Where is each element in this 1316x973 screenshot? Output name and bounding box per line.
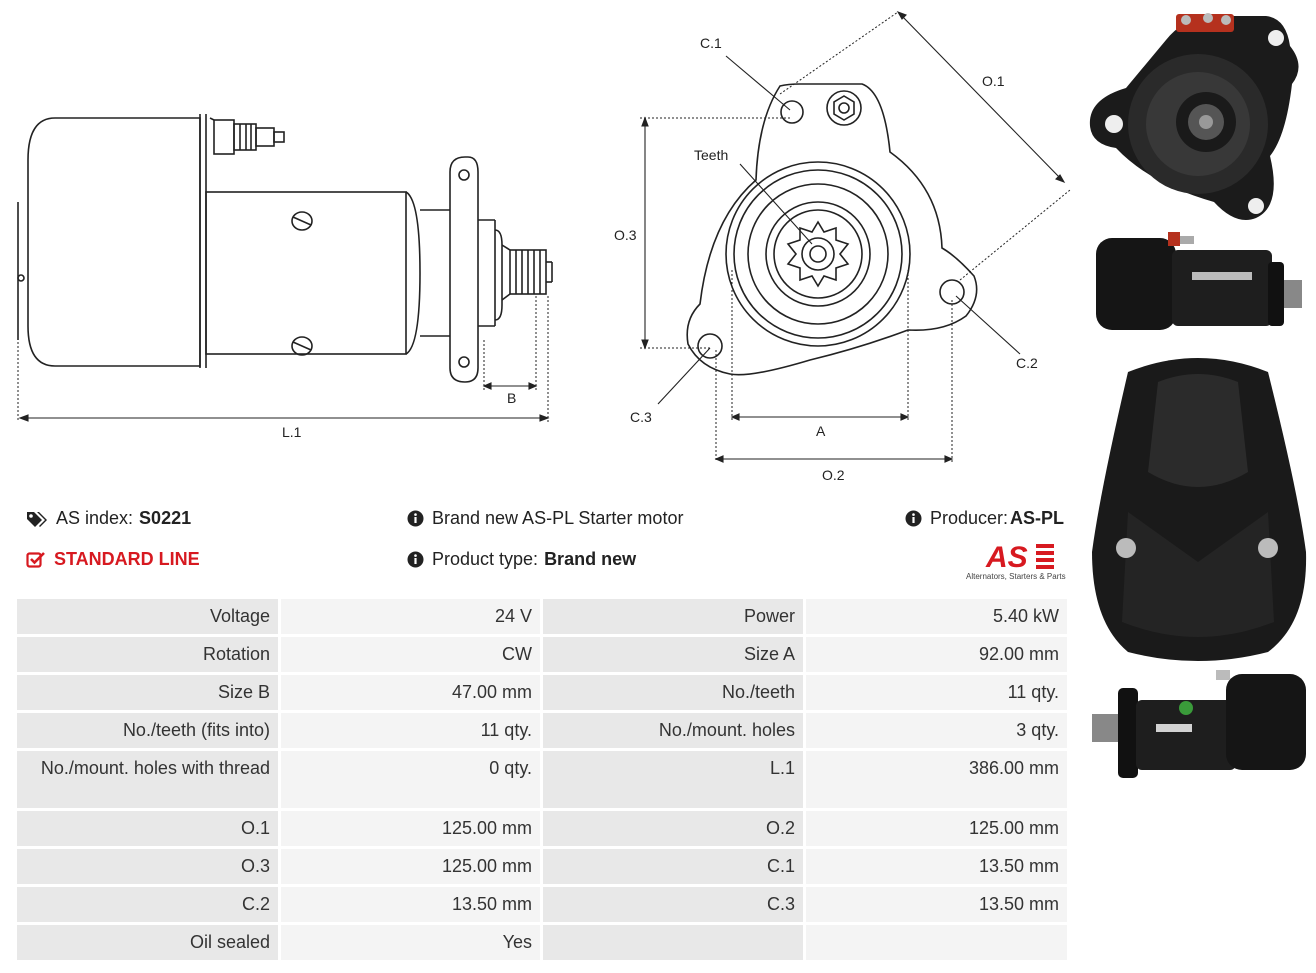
spec-key: Power: [540, 596, 806, 637]
spec-key: C.3: [540, 884, 806, 925]
spec-key: Size A: [540, 634, 806, 675]
dim-label-o1: O.1: [982, 73, 1005, 89]
dim-label-b: B: [507, 390, 516, 406]
as-index-value: S0221: [139, 508, 192, 528]
dim-label-c1: C.1: [700, 35, 722, 51]
dim-label-a: A: [816, 423, 826, 439]
as-logo: AS Alternators, Starters & Parts: [964, 540, 1070, 582]
as-index: AS index: S0221: [26, 508, 191, 529]
producer: Producer: AS-PL: [905, 508, 1064, 529]
spec-value: 11 qty.: [803, 672, 1070, 713]
product-type-value: Brand new: [544, 549, 637, 569]
description-text: Brand new AS-PL Starter motor: [432, 508, 684, 528]
description: Brand new AS-PL Starter motor: [407, 508, 683, 529]
dim-label-c3: C.3: [630, 409, 652, 425]
spec-value: 5.40 kW: [803, 596, 1070, 637]
product-type: Product type: Brand new: [407, 549, 636, 570]
spec-key: Rotation: [14, 634, 281, 675]
spec-key: [540, 922, 806, 963]
spec-key: L.1: [540, 748, 806, 811]
spec-key: O.1: [14, 808, 281, 849]
product-photo-front: [1089, 13, 1299, 220]
product-photo-rear: [1092, 358, 1307, 661]
info-icon: [407, 551, 424, 568]
spec-value: 125.00 mm: [803, 808, 1070, 849]
dim-label-o2: O.2: [822, 467, 845, 483]
dim-label-l1: L.1: [282, 424, 302, 440]
product-photo-side: [1096, 232, 1302, 330]
spec-value: 3 qty.: [803, 710, 1070, 751]
as-logo-letters: AS: [985, 541, 1028, 572]
spec-key: C.1: [540, 846, 806, 887]
spec-value: 92.00 mm: [803, 634, 1070, 675]
product-type-label: Product type:: [432, 549, 539, 569]
standard-line: STANDARD LINE: [26, 549, 200, 570]
spec-key: No./teeth (fits into): [14, 710, 281, 751]
dim-label-c2: C.2: [1016, 355, 1038, 371]
side-view-drawing: B L.1: [17, 114, 553, 440]
dim-label-teeth: Teeth: [694, 147, 728, 163]
standard-line-label: STANDARD LINE: [54, 549, 200, 569]
spec-key: Oil sealed: [14, 922, 281, 963]
spec-value: 11 qty.: [278, 710, 543, 751]
spec-value: 125.00 mm: [278, 846, 543, 887]
spec-value: Yes: [278, 922, 543, 963]
spec-value: 13.50 mm: [803, 884, 1070, 925]
front-view-drawing: C.1 O.1 Teeth O.3 C.2 C.3 A O.2: [614, 10, 1071, 483]
spec-value: 47.00 mm: [278, 672, 543, 713]
spec-value: 386.00 mm: [803, 748, 1070, 811]
spec-value: 24 V: [278, 596, 543, 637]
info-icon: [407, 510, 424, 527]
product-photo-angle: [1092, 670, 1306, 778]
spec-key: C.2: [14, 884, 281, 925]
producer-label: Producer:: [930, 508, 1009, 528]
spec-value: CW: [278, 634, 543, 675]
spec-key: No./teeth: [540, 672, 806, 713]
spec-key: Voltage: [14, 596, 281, 637]
as-index-label: AS index:: [56, 508, 134, 528]
spec-row: No./teeth (fits into)11 qty.No./mount. h…: [14, 710, 1070, 751]
dim-label-o3: O.3: [614, 227, 637, 243]
producer-value: AS-PL: [1010, 508, 1065, 528]
spec-key: No./mount. holes with thread: [14, 748, 281, 811]
spec-key: O.3: [14, 846, 281, 887]
spec-value: 0 qty.: [278, 748, 543, 811]
info-icon: [905, 510, 922, 527]
as-logo-mark: AS: [985, 541, 1054, 574]
spec-key: O.2: [540, 808, 806, 849]
spec-key: No./mount. holes: [540, 710, 806, 751]
tags-icon: [27, 511, 47, 527]
spec-value: 13.50 mm: [278, 884, 543, 925]
spec-key: Size B: [14, 672, 281, 713]
as-logo-tagline: Alternators, Starters & Parts: [966, 572, 1066, 581]
checkbox-checked-icon: [26, 551, 45, 568]
spec-value: 125.00 mm: [278, 808, 543, 849]
spec-value: [803, 922, 1070, 963]
spec-value: 13.50 mm: [803, 846, 1070, 887]
